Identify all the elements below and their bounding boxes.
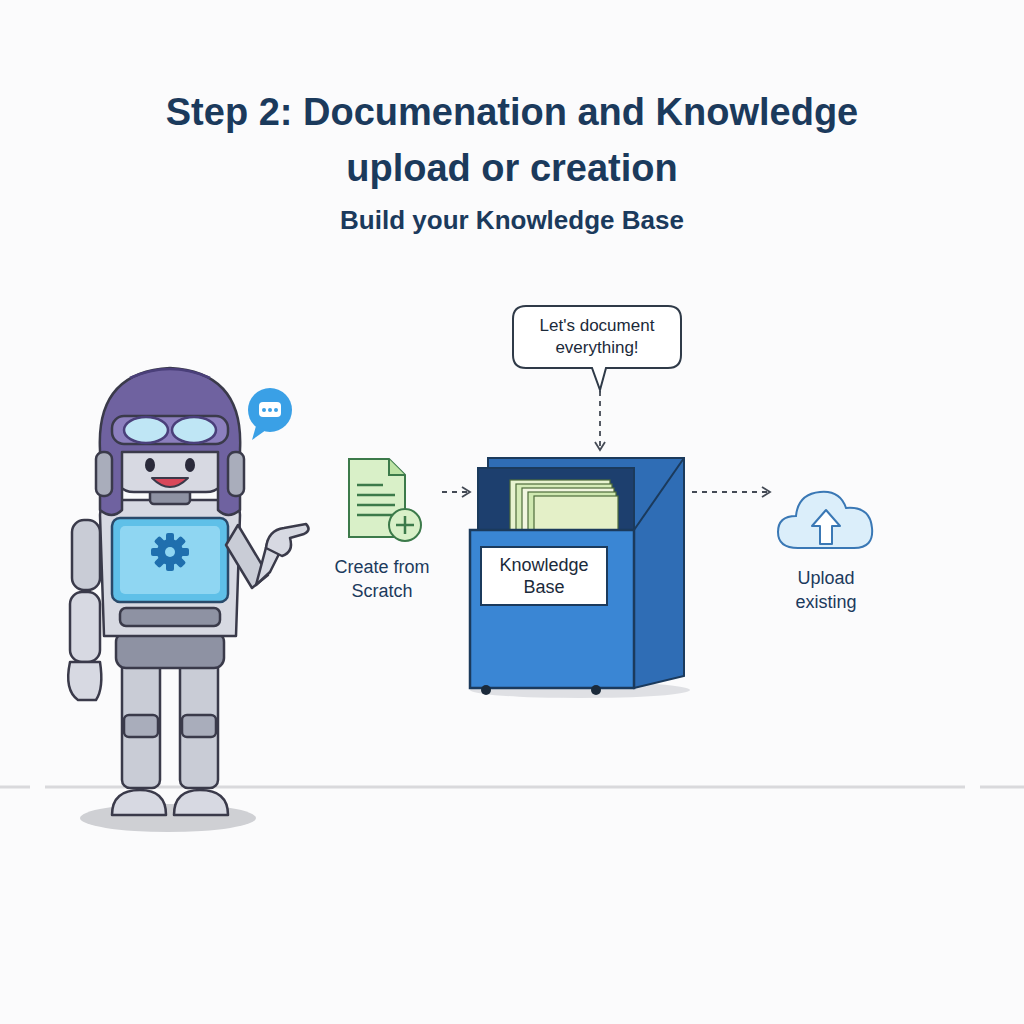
- cloud-node: Upload existing: [770, 480, 882, 614]
- icon-label: Upload existing: [770, 566, 882, 614]
- bubble-text: Let's document everything!: [526, 315, 668, 359]
- cabinet-node: Knowledge Base: [470, 450, 692, 700]
- subtitle: Build your Knowledge Base: [212, 203, 812, 237]
- upload-cloud-icon: [774, 480, 878, 554]
- chat-icon: [248, 388, 292, 440]
- robot: [68, 368, 308, 832]
- bubble-text-area: Let's document everything!: [512, 305, 682, 369]
- dashed-arrow: [599, 391, 601, 450]
- doc-node: Create from Scratch: [322, 455, 442, 603]
- icon-label: Create from Scratch: [322, 555, 442, 603]
- cabinet-label: Knowledge Base: [480, 546, 608, 606]
- bubble-node: Let's document everything!: [512, 305, 682, 391]
- title: Step 2: Documenation and Knowledge uploa…: [162, 84, 862, 196]
- dashed-arrow: [692, 491, 770, 493]
- new-document-icon: [337, 455, 427, 545]
- dashed-arrow: [442, 491, 470, 493]
